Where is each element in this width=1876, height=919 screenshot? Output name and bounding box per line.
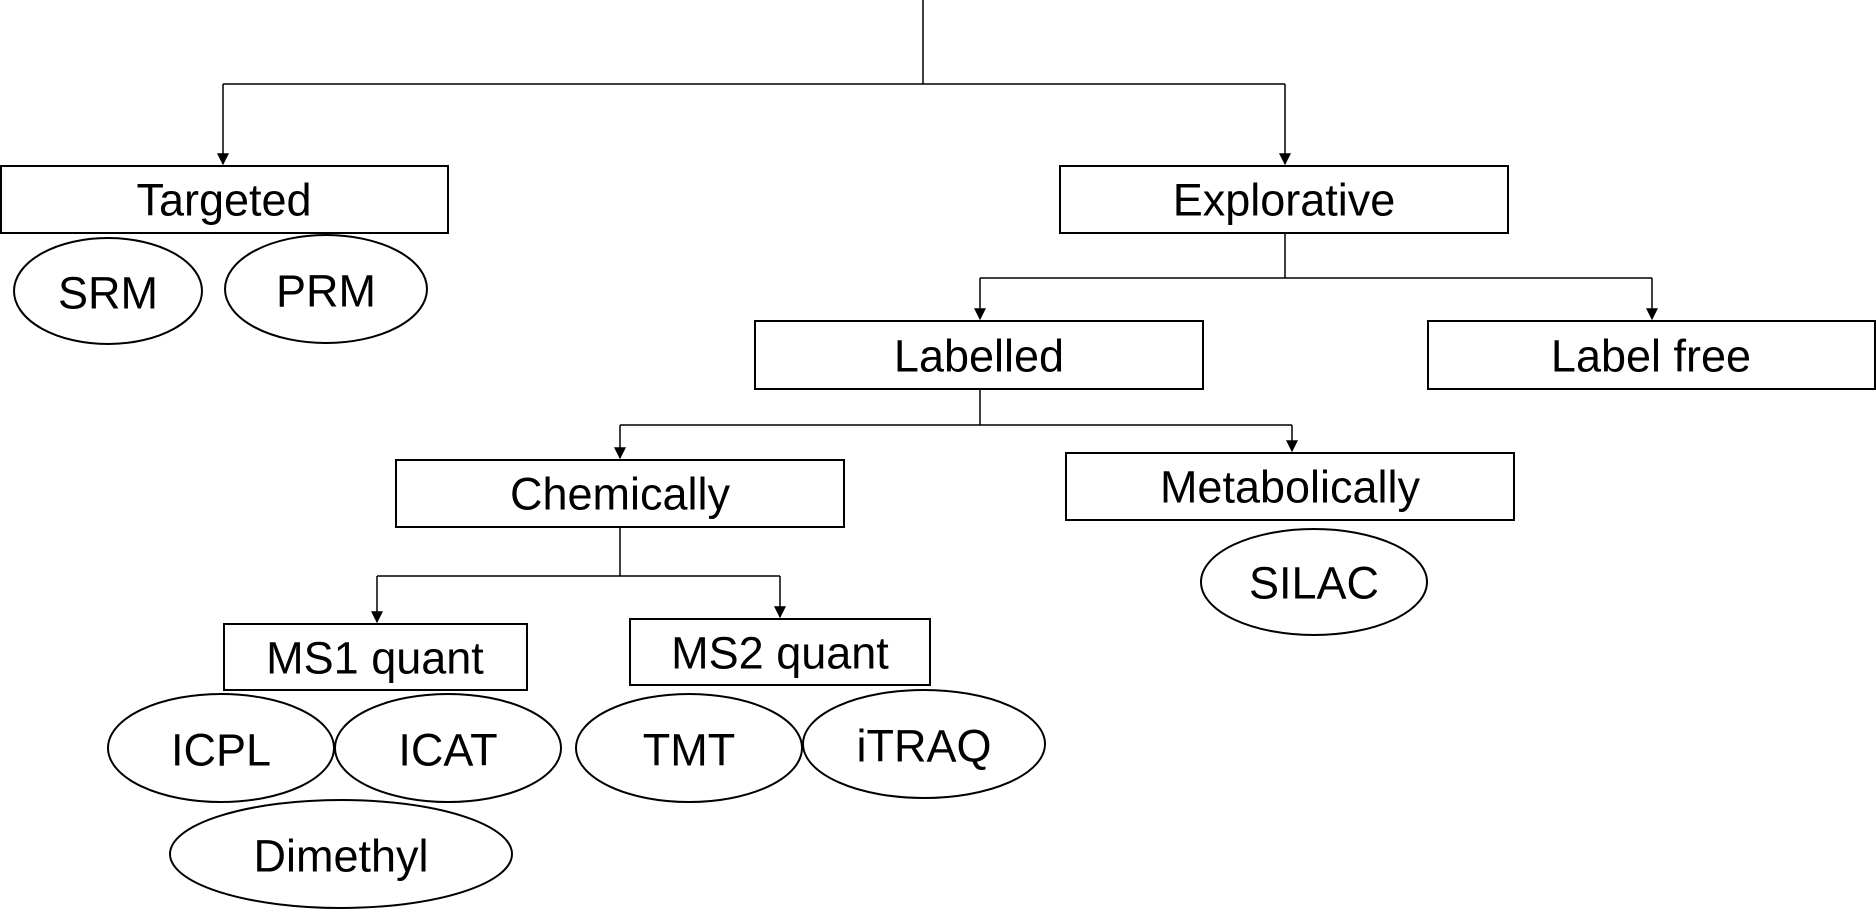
node-chemically-label: Chemically [510, 469, 731, 520]
method-silac-label: SILAC [1249, 558, 1379, 609]
method-icat: ICAT [334, 693, 562, 803]
method-icat-label: ICAT [398, 725, 497, 776]
method-itraq-label: iTRAQ [857, 721, 992, 772]
node-labelled-label: Labelled [894, 331, 1064, 382]
method-prm-label: PRM [276, 266, 376, 317]
node-metabolically-label: Metabolically [1160, 462, 1421, 513]
node-targeted: Targeted [0, 165, 449, 234]
node-label-free-label: Label free [1551, 331, 1751, 382]
node-explorative: Explorative [1059, 165, 1509, 234]
node-chemically: Chemically [395, 459, 845, 528]
method-tmt: TMT [575, 693, 803, 803]
connector-labelled [614, 389, 1298, 460]
connector-chemically [371, 527, 786, 624]
method-srm: SRM [13, 237, 203, 345]
method-prm: PRM [224, 234, 428, 344]
method-dimethyl-label: Dimethyl [253, 831, 428, 882]
method-icpl: ICPL [107, 693, 335, 803]
node-metabolically: Metabolically [1065, 452, 1515, 521]
node-explorative-label: Explorative [1173, 175, 1396, 226]
method-srm-label: SRM [58, 268, 158, 319]
method-icpl-label: ICPL [171, 725, 271, 776]
connector-explorative [974, 233, 1658, 321]
method-tmt-label: TMT [643, 725, 735, 776]
connector-root [217, 0, 1291, 166]
node-targeted-label: Targeted [136, 175, 311, 226]
node-ms2-quant-label: MS2 quant [671, 628, 889, 679]
node-ms1-quant-label: MS1 quant [266, 633, 484, 684]
method-itraq: iTRAQ [802, 689, 1046, 799]
node-labelled: Labelled [754, 320, 1204, 390]
node-ms1-quant: MS1 quant [223, 623, 528, 691]
node-label-free: Label free [1427, 320, 1876, 390]
node-ms2-quant: MS2 quant [629, 618, 931, 686]
method-dimethyl: Dimethyl [169, 799, 513, 909]
method-silac: SILAC [1200, 528, 1428, 636]
